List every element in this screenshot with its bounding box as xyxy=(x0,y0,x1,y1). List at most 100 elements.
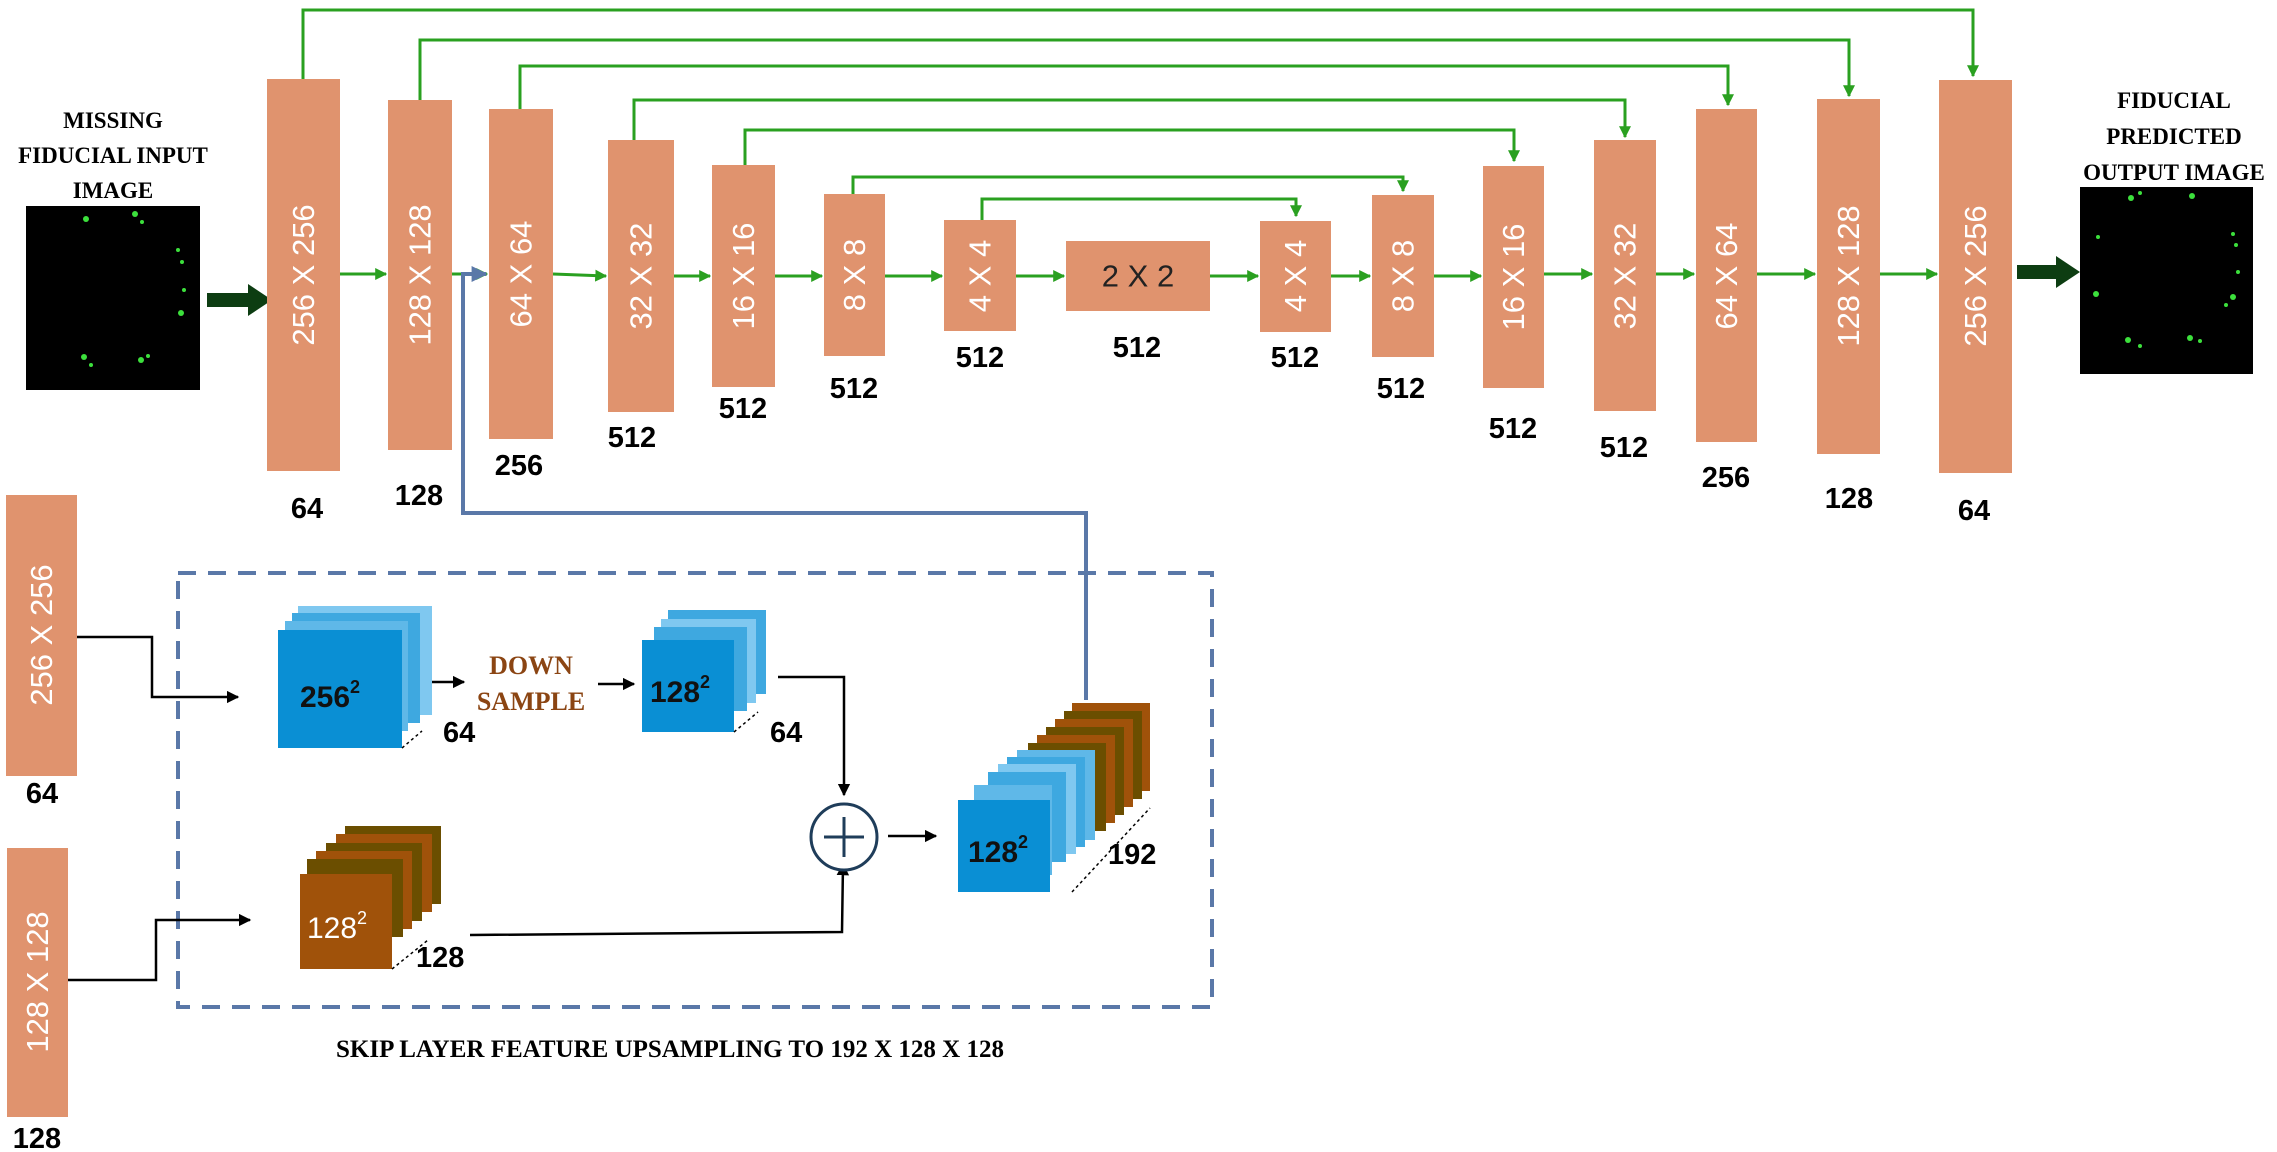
encoder-block-size: 8 X 8 xyxy=(837,239,872,311)
decoder-block-size: 64 X 64 xyxy=(1709,223,1744,330)
skip-source-block-2: 128 X 128 128 xyxy=(7,848,68,1152)
decoder-block-5: 64 X 64 256 xyxy=(1696,109,1757,494)
decoder-block-2: 8 X 8 512 xyxy=(1372,195,1434,405)
encoder-block-channels: 256 xyxy=(495,450,543,482)
input-arrow-head xyxy=(248,284,272,316)
decoder-block-channels: 512 xyxy=(1600,432,1648,464)
flow-arrows xyxy=(340,268,1939,282)
encoder: 256 X 256 64 128 X 128 128 64 X 64 256 3… xyxy=(267,79,1016,525)
encoder-block-size: 4 X 4 xyxy=(963,240,998,312)
connector-to-cube-c xyxy=(68,913,252,982)
connector-cube-c-to-add xyxy=(469,862,850,937)
flow-arrow xyxy=(552,269,608,282)
skip-connection-16 xyxy=(743,128,1520,165)
encoder-block-1: 256 X 256 64 xyxy=(267,79,340,525)
downsample-label-line-1: DOWN xyxy=(489,651,573,680)
skip-connection-128 xyxy=(418,38,1855,100)
input-image xyxy=(26,206,200,390)
encoder-block-2: 128 X 128 128 xyxy=(388,100,452,512)
encoder-block-channels: 512 xyxy=(608,422,656,454)
output-label-line-1: FIDUCIAL xyxy=(2117,88,2231,113)
feature-cube-size: 1282 xyxy=(650,672,710,709)
skip-feature-panel: 256 X 256 64 128 X 128 128 2562 64 DOWN … xyxy=(6,495,1214,1152)
skip-panel-output-connector xyxy=(461,266,1088,700)
encoder-block-channels: 512 xyxy=(956,342,1004,374)
input-label-line-1: MISSING xyxy=(63,108,163,133)
skip-connection-64 xyxy=(518,64,1734,109)
feature-cube-size: 2562 xyxy=(300,677,360,714)
input-label-line-3: IMAGE xyxy=(73,178,154,203)
decoder-block-channels: 128 xyxy=(1825,483,1873,515)
encoder-block-6: 8 X 8 512 xyxy=(824,194,885,405)
decoder-block-size: 16 X 16 xyxy=(1496,224,1531,331)
decoder-block-7: 256 X 256 64 xyxy=(1939,80,2012,527)
encoder-block-size: 128 X 128 xyxy=(403,204,438,345)
bottleneck-block: 2 X 2 512 xyxy=(1066,241,1210,364)
decoder-block-channels: 256 xyxy=(1702,462,1750,494)
encoder-block-channels: 512 xyxy=(719,393,767,425)
encoder-block-5: 16 X 16 512 xyxy=(712,165,775,425)
output-label-line-3: OUTPUT IMAGE xyxy=(2083,160,2265,185)
output-section: FIDUCIAL PREDICTED OUTPUT IMAGE xyxy=(2017,88,2265,374)
connector-to-cube-a xyxy=(77,635,240,704)
encoder-block-size: 16 X 16 xyxy=(726,223,761,330)
decoder-block-1: 4 X 4 512 xyxy=(1260,221,1331,374)
skip-source-block-size: 128 X 128 xyxy=(20,911,55,1052)
feature-cube-size: 1282 xyxy=(968,832,1028,869)
output-arrow-head xyxy=(2056,256,2080,288)
input-fiducial-dots xyxy=(81,211,186,367)
decoder-block-channels: 512 xyxy=(1377,373,1425,405)
decoder-block-4: 32 X 32 512 xyxy=(1594,140,1656,464)
bottleneck-channels: 512 xyxy=(1113,332,1161,364)
decoder-block-channels: 512 xyxy=(1489,413,1537,445)
skip-connection-32 xyxy=(632,98,1631,140)
input-section: MISSING FIDUCIAL INPUT IMAGE xyxy=(18,108,272,390)
feature-cube-depth: 192 xyxy=(1108,839,1156,871)
connector-cube-b-to-add xyxy=(778,675,851,797)
skip-source-block-channels: 128 xyxy=(13,1123,61,1152)
skip-connection-256 xyxy=(301,8,1979,79)
encoder-block-channels: 128 xyxy=(395,480,443,512)
feature-cube-128-source: 1282 128 xyxy=(300,826,464,974)
encoder-block-size: 256 X 256 xyxy=(286,204,321,345)
bottleneck-size: 2 X 2 xyxy=(1102,259,1174,294)
decoder: 4 X 4 512 8 X 8 512 16 X 16 512 32 X 32 … xyxy=(1260,80,2012,527)
decoder-block-3: 16 X 16 512 xyxy=(1483,166,1544,445)
skip-source-block-1: 256 X 256 64 xyxy=(6,495,77,810)
downsample-label-line-2: SAMPLE xyxy=(477,687,585,716)
feature-cube-192-output: 1282 192 xyxy=(958,703,1156,893)
decoder-block-size: 256 X 256 xyxy=(1958,205,1993,346)
skip-panel-caption: SKIP LAYER FEATURE UPSAMPLING TO 192 X 1… xyxy=(336,1036,1004,1063)
encoder-block-7: 4 X 4 512 xyxy=(944,220,1016,374)
encoder-block-channels: 512 xyxy=(830,373,878,405)
feature-cube-depth: 64 xyxy=(770,717,802,749)
feature-cube-depth: 64 xyxy=(443,717,475,749)
encoder-block-3: 64 X 64 256 xyxy=(489,109,553,482)
skip-connection-8 xyxy=(851,175,1409,194)
encoder-block-size: 32 X 32 xyxy=(624,223,659,330)
feature-cube-128-downsampled: 1282 64 xyxy=(642,610,802,749)
output-fiducial-dots xyxy=(2093,191,2240,348)
decoder-block-size: 32 X 32 xyxy=(1608,223,1643,330)
encoder-block-channels: 64 xyxy=(291,493,323,525)
output-image xyxy=(2080,187,2253,374)
add-operator-icon xyxy=(809,802,879,872)
skip-source-block-channels: 64 xyxy=(26,778,58,810)
skip-connection-4 xyxy=(980,197,1302,220)
feature-cube-depth: 128 xyxy=(416,942,464,974)
encoder-block-4: 32 X 32 512 xyxy=(608,140,674,454)
decoder-block-6: 128 X 128 128 xyxy=(1817,99,1880,515)
encoder-block-size: 64 X 64 xyxy=(504,221,539,328)
decoder-block-size: 8 X 8 xyxy=(1386,240,1421,312)
output-label-line-2: PREDICTED xyxy=(2106,124,2241,149)
feature-cube-size: 1282 xyxy=(307,908,367,945)
decoder-block-size: 128 X 128 xyxy=(1831,205,1866,346)
input-label-line-2: FIDUCIAL INPUT xyxy=(18,143,208,168)
skip-source-block-size: 256 X 256 xyxy=(24,564,59,705)
decoder-block-channels: 64 xyxy=(1958,495,1990,527)
skip-panel-border xyxy=(176,571,1214,1009)
decoder-block-size: 4 X 4 xyxy=(1278,240,1313,312)
feature-cube-256: 2562 64 xyxy=(278,606,475,749)
decoder-block-channels: 512 xyxy=(1271,342,1319,374)
